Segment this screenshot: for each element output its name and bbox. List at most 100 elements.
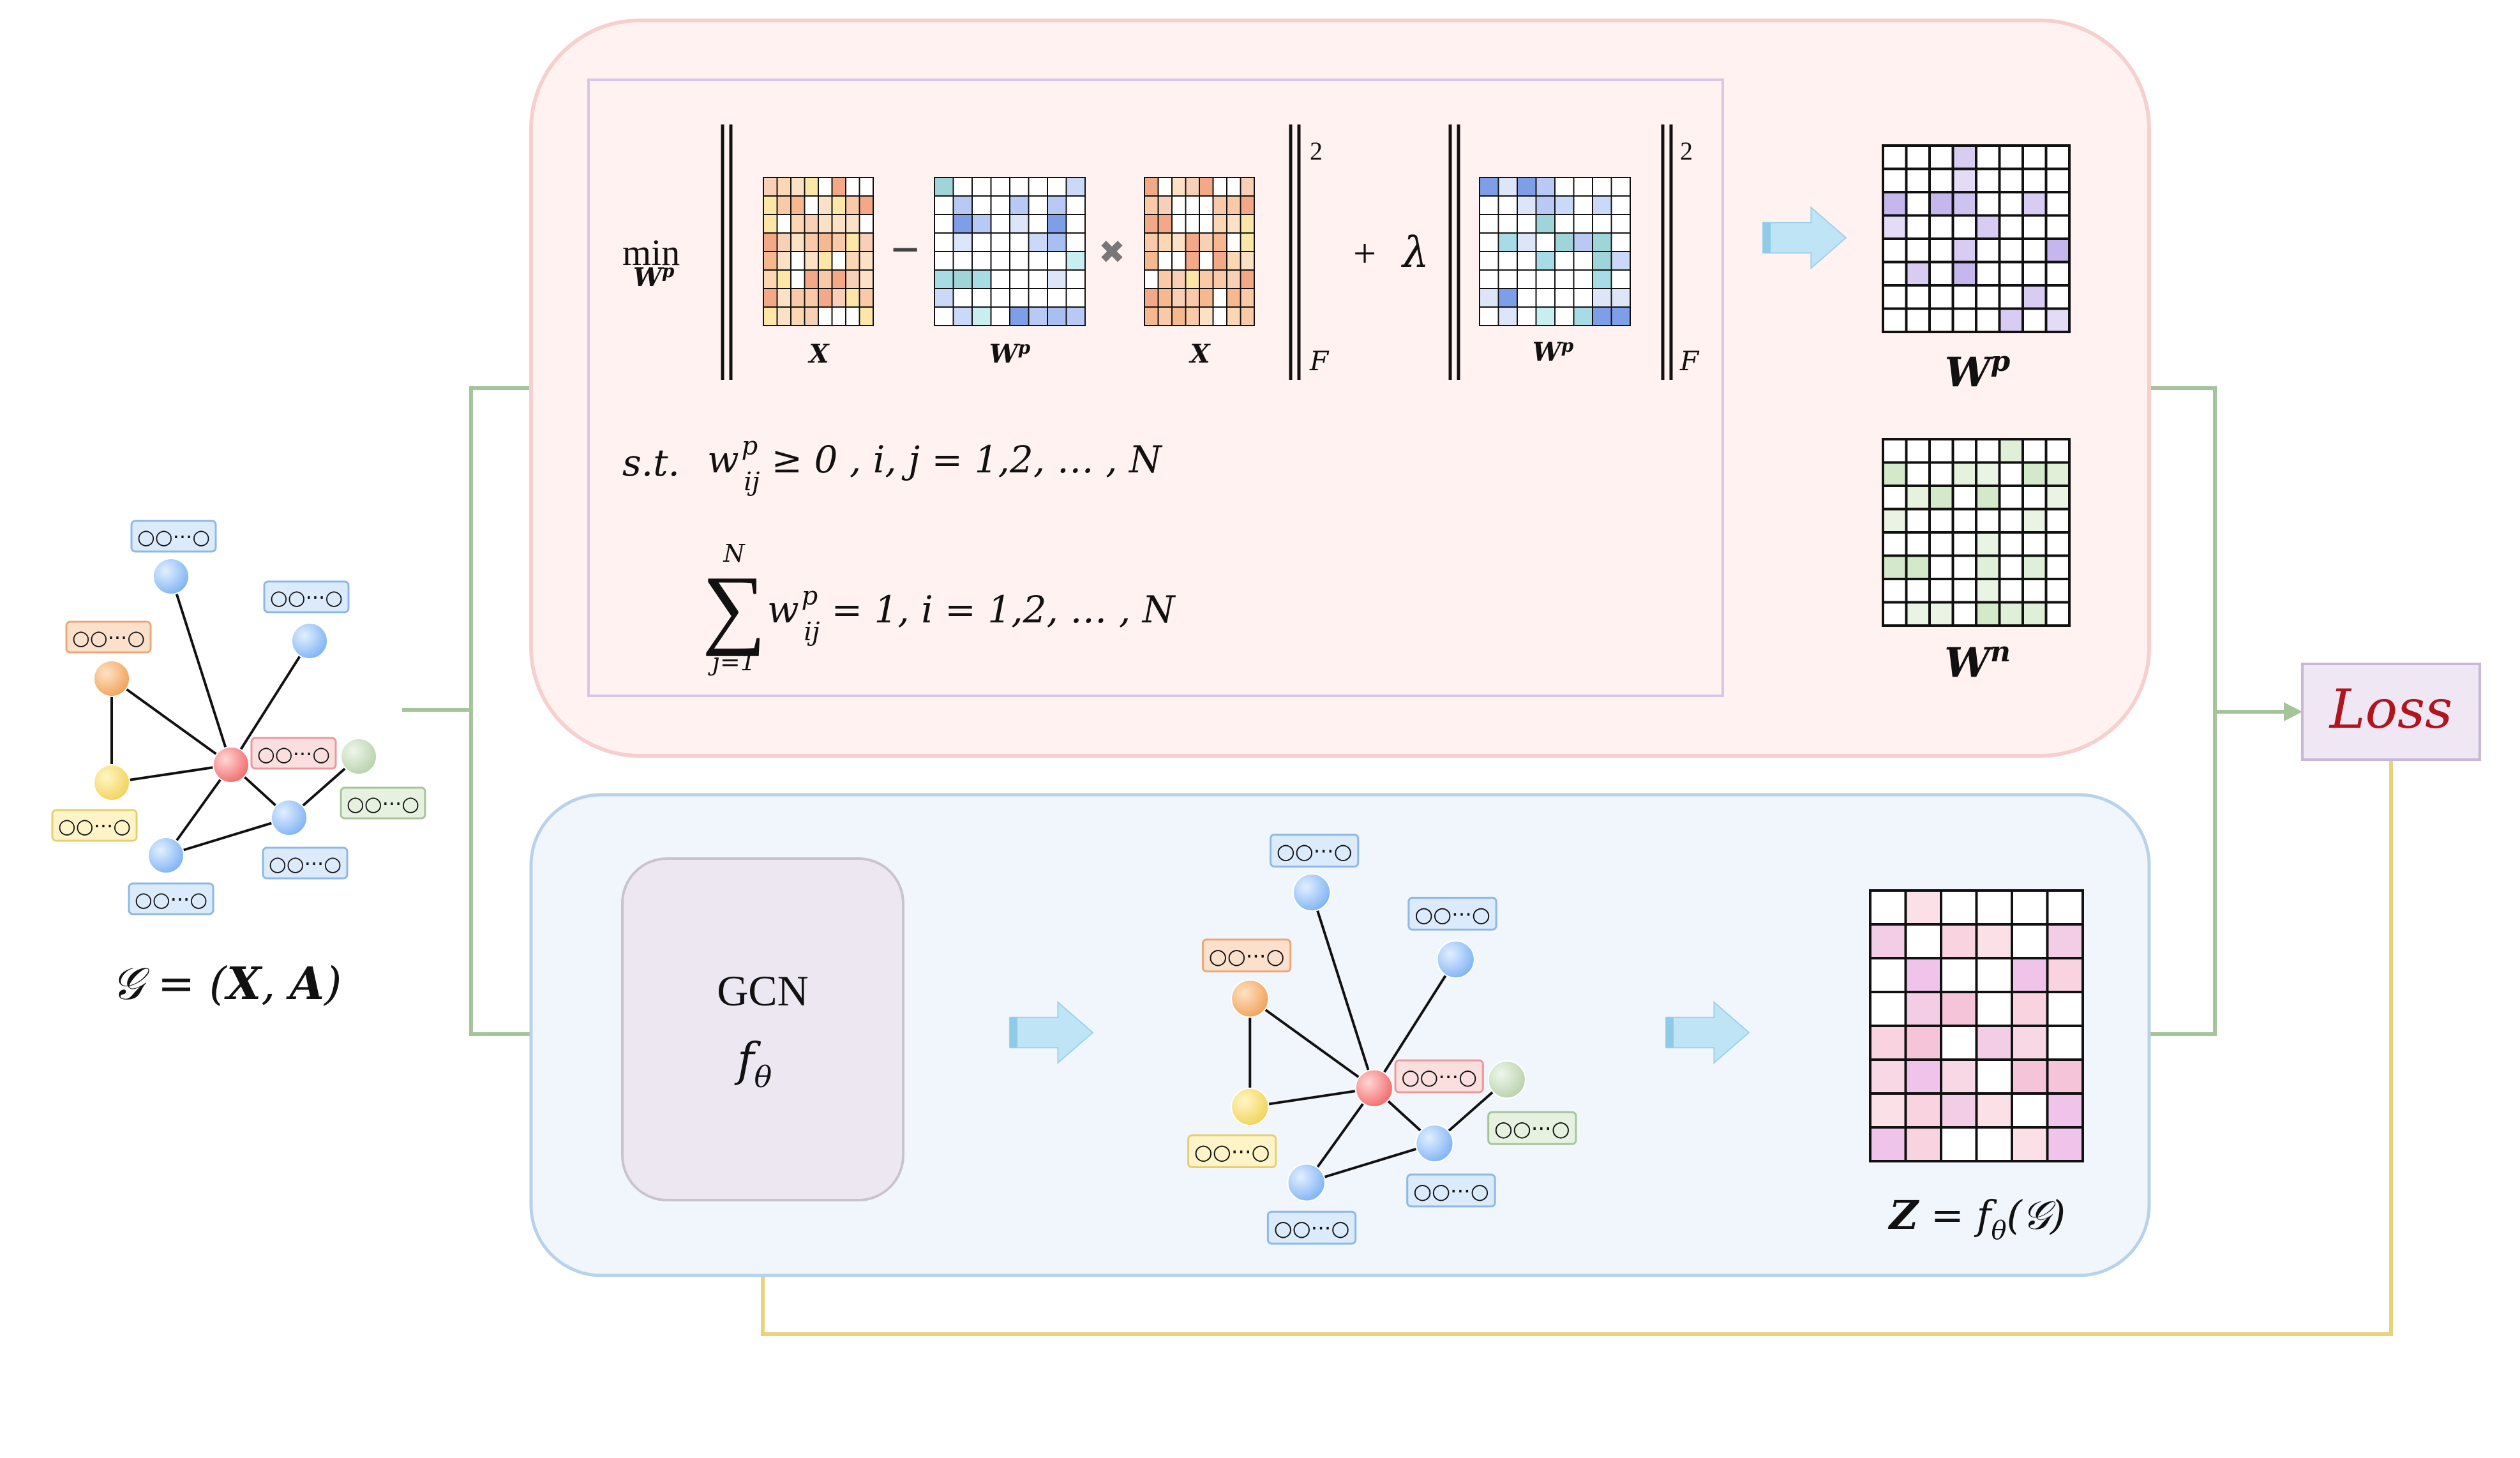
matrix-cell (2021, 167, 2048, 193)
matrix-cell (2021, 284, 2048, 310)
matrix-cell (971, 269, 992, 289)
graph-node (271, 799, 308, 836)
matrix-cell (790, 177, 806, 197)
matrix-cell (1975, 923, 2013, 959)
matrix-cell (1975, 957, 2013, 993)
matrix-cell (1882, 237, 1908, 264)
matrix-cell (1535, 214, 1556, 234)
matrix-cell (1212, 214, 1227, 234)
matrix-cell (790, 214, 806, 234)
graph-edge (110, 677, 232, 766)
matrix-cell (1157, 177, 1173, 197)
matrix-cell (1144, 306, 1159, 326)
matrix-cell (1904, 1092, 1942, 1129)
matrix-cell (1610, 306, 1631, 326)
loss-block (2301, 663, 2481, 761)
matrix-cell (776, 251, 791, 271)
matrix-cell (1882, 507, 1908, 534)
matrix-cell (2044, 554, 2071, 580)
matrix-cell (1199, 177, 1214, 197)
feature-tag: ○○···○ (1266, 1210, 1357, 1245)
matrix-cell (1065, 177, 1086, 197)
matrix-cell (934, 195, 954, 215)
matrix-cell (1610, 269, 1631, 289)
matrix-cell (1479, 288, 1499, 308)
matrix-cell (1185, 214, 1200, 234)
matrix-cell (1047, 288, 1067, 308)
graph-node (1487, 1060, 1526, 1099)
matrix-cell (1212, 288, 1227, 308)
matrix-cell (934, 269, 954, 289)
matrix-cell (1554, 306, 1575, 326)
matrix-cell (971, 306, 992, 326)
matrix-cell (763, 232, 778, 252)
feature-tag: ○○···○ (263, 580, 350, 613)
matrix-cell (1212, 232, 1227, 252)
matrix-cell (1171, 214, 1187, 234)
matrix-wp-output (1882, 144, 2071, 333)
matrix-cell (971, 214, 992, 234)
matrix-cell (1171, 177, 1187, 197)
feature-tag: ○○···○ (1270, 834, 1360, 868)
matrix-cell (990, 251, 1010, 271)
feature-tag-text: ○○···○ (1401, 1065, 1477, 1090)
graph-node (1292, 873, 1331, 912)
matrix-cell (2021, 191, 2048, 217)
matrix-cell (1998, 191, 2024, 217)
matrix-cell (1144, 232, 1159, 252)
matrix-cell (1212, 269, 1227, 289)
matrix-cell (1940, 991, 1978, 1027)
matrix-cell (1517, 251, 1537, 271)
matrix-cell (859, 251, 874, 271)
matrix-cell (952, 195, 973, 215)
arrow-tail (1010, 1017, 1017, 1048)
feature-tag: ○○···○ (51, 809, 138, 842)
lambda-symbol: λ (1400, 228, 1429, 277)
feature-tag: ○○···○ (1407, 896, 1497, 931)
matrix-cell (1975, 284, 2001, 310)
matrix-cell (1028, 269, 1048, 289)
matrix-cell (845, 251, 860, 271)
matrix-cell (971, 232, 992, 252)
matrix-cell (1535, 288, 1556, 308)
gcn-title: GCN (717, 966, 809, 1015)
matrix-cell (1998, 554, 2024, 580)
matrix-cell (1028, 195, 1048, 215)
matrix-cell (1975, 889, 2013, 926)
matrix-cell (804, 306, 819, 326)
graph-edge (1306, 1142, 1435, 1184)
matrix-cell (1554, 177, 1575, 197)
matrix-cell (1517, 288, 1537, 308)
matrix-cell (804, 269, 819, 289)
matrix-cell (1882, 601, 1908, 627)
matrix-cell (2044, 307, 2071, 333)
feature-tag-text: ○○···○ (137, 525, 210, 549)
matrix-cell (1905, 237, 1931, 264)
matrix-cell (1535, 195, 1556, 215)
matrix-cell (2011, 991, 2049, 1027)
matrix-cell (2044, 237, 2071, 264)
matrix-cell (1212, 195, 1227, 215)
matrix-cell (1199, 269, 1214, 289)
matrix-cell (2046, 1058, 2084, 1095)
matrix-cell (1047, 269, 1067, 289)
matrix-cell (1144, 269, 1159, 289)
matrix-cell (776, 306, 791, 326)
matrix-cell (1028, 232, 1048, 252)
matrix-wp (1479, 177, 1631, 326)
matrix-cell (1998, 531, 2024, 557)
matrix-x (1144, 177, 1255, 326)
matrix-cell (1226, 214, 1241, 234)
matrix-cell (1928, 485, 1954, 511)
matrix-cell (1554, 269, 1575, 289)
norm-subscript: F (1679, 345, 1700, 377)
matrix-cell (1998, 578, 2024, 604)
matrix-cell (1592, 232, 1612, 252)
matrix-cell (1940, 1025, 1978, 1061)
matrix-cell (2046, 1025, 2084, 1061)
optimization-panel (529, 19, 2151, 758)
matrix-cell (1928, 307, 1954, 333)
matrix-cell (1535, 232, 1556, 252)
matrix-cell (1185, 251, 1200, 271)
